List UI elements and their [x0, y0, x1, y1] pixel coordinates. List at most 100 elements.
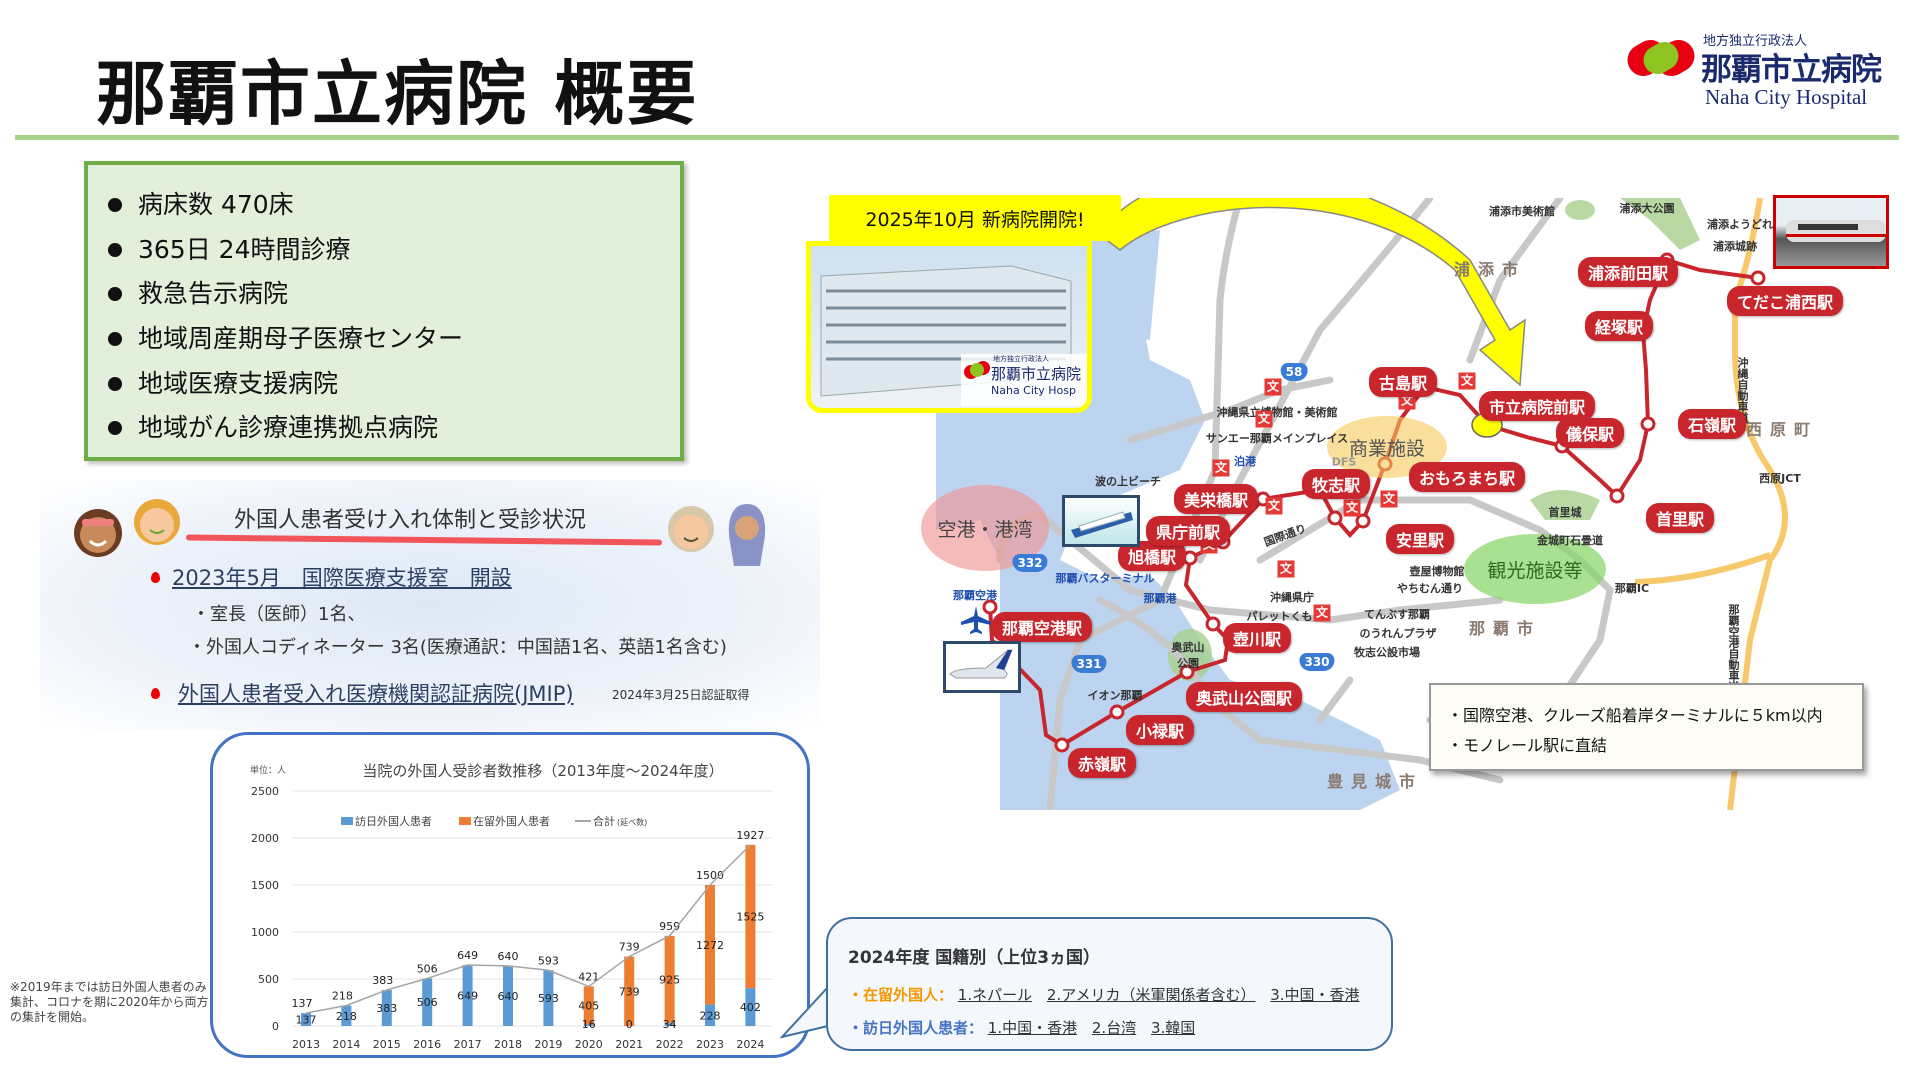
- bar-visitor: [462, 964, 473, 1026]
- station-asato: 安里駅: [1385, 524, 1455, 554]
- station-naha-airport: 那覇空港駅: [991, 612, 1093, 642]
- x-tick-label: 2017: [454, 1038, 482, 1051]
- place-label: 那覇空港: [953, 589, 997, 602]
- legend-resident: 在留外国人患者: [473, 815, 550, 828]
- station-makishi: 牧志駅: [1301, 469, 1371, 499]
- logo-name: 那覇市立病院: [1701, 52, 1882, 88]
- summary-item: 365日 24時間診療: [108, 228, 680, 273]
- logo-org: 地方独立行政法人: [1703, 34, 1808, 49]
- station-kyozuka: 経塚駅: [1584, 311, 1654, 341]
- station-omoromachi: おもろまち駅: [1408, 462, 1526, 492]
- data-label-total: 739: [619, 941, 640, 954]
- foreign-patient-chart: 単位：人 当院の外国人受診者数推移（2013年度～2024年度） 訪日外国人患者…: [250, 762, 773, 1051]
- place-label: のうれんプラザ: [1359, 627, 1437, 640]
- bullet-icon: [108, 421, 122, 436]
- x-tick-label: 2013: [292, 1038, 320, 1051]
- x-tick-label: 2023: [696, 1038, 724, 1051]
- legend-swatch-resident: [459, 817, 471, 825]
- station-furujima: 古島駅: [1368, 367, 1438, 397]
- station-oroku: 小禄駅: [1125, 715, 1195, 745]
- photo-logo-mark-icon: [964, 361, 990, 379]
- resident-label: ・在留外国人：: [848, 986, 954, 1004]
- data-label-visitor: 218: [336, 1010, 357, 1023]
- summary-item: 地域がん診療連携拠点病院: [108, 406, 680, 451]
- station-miebashi: 美栄橋駅: [1173, 484, 1259, 514]
- jmip-link[interactable]: 外国人患者受入れ医療機関認証病院(JMIP): [178, 682, 574, 706]
- place-label: 那覇IC: [1614, 582, 1650, 595]
- area-label: 浦添市: [1453, 260, 1527, 279]
- place-label: てんぶす那覇: [1364, 608, 1430, 621]
- bar-resident: [705, 885, 715, 1005]
- route-331-sign: 331: [1071, 655, 1107, 673]
- place-label: 牧志公設市場: [1354, 646, 1420, 659]
- place-label: 金城町石畳道: [1537, 534, 1603, 547]
- x-tick-label: 2022: [656, 1038, 684, 1051]
- airplane-icon: [961, 606, 991, 634]
- bar-visitor: [543, 970, 554, 1026]
- station-onoyama-koen: 奥武山公園駅: [1185, 682, 1303, 712]
- data-label-resident: 739: [619, 985, 640, 998]
- total-line: [305, 844, 751, 1014]
- nationality-box: 2024年度 国籍別（上位3ヵ国） ・在留外国人： 1.ネパール 2.アメリカ（…: [826, 917, 1393, 1051]
- station-shiritsu-byoin-mae: 市立病院前駅: [1478, 391, 1596, 421]
- data-label-visitor: 34: [663, 1018, 677, 1031]
- nationality-rank: 2.アメリカ（米軍関係者含む）: [1046, 986, 1256, 1004]
- x-tick-label: 2020: [575, 1038, 603, 1051]
- summary-text: 地域がん診療連携拠点病院: [138, 413, 439, 443]
- bar-resident: [583, 986, 594, 1025]
- x-tick-label: 2019: [534, 1038, 562, 1051]
- access-info-box: ・国際空港、クルーズ船着岸ターミナルに５km以内 ・モノレール駅に直結: [1429, 683, 1864, 771]
- summary-box: 病床数 470床 365日 24時間診療 救急告示病院 地域周産期母子医療センタ…: [84, 161, 684, 461]
- place-label: 奥武山公園: [1171, 641, 1205, 670]
- place-label: パレットくもじ: [1246, 610, 1324, 623]
- data-label-visitor: 0: [626, 1018, 633, 1031]
- bar-resident: [624, 956, 635, 1026]
- chart-unit-label: 単位：人: [250, 764, 286, 776]
- photo-logo: 地方独立行政法人 那覇市立病院 Naha City Hosp: [961, 354, 1087, 406]
- place-label: サンエー那覇メインプレイス: [1205, 432, 1349, 445]
- intl-support-office-link[interactable]: 2023年5月 国際医療支援室 開設: [172, 566, 512, 590]
- airplane-photo-icon: [949, 649, 1013, 679]
- callout-tail: [780, 986, 833, 1039]
- cruise-ship-icon: [1071, 511, 1133, 538]
- place-label: 壺屋博物館: [1409, 565, 1465, 578]
- person-face-icon: [668, 506, 714, 552]
- airplane-image: [943, 641, 1021, 693]
- route-58-sign: 58: [1280, 363, 1308, 381]
- place-label: 浦添ようどれ: [1707, 218, 1773, 231]
- data-label-visitor: 137: [296, 1014, 317, 1027]
- area-label: 豊見城市: [1326, 772, 1424, 791]
- bar-visitor: [341, 1005, 352, 1026]
- summary-text: 地域周産期母子医療センター: [138, 324, 464, 354]
- place-label: 波の上ビーチ: [1095, 475, 1161, 488]
- data-label-visitor: 593: [538, 992, 559, 1005]
- data-label-total: 383: [372, 974, 393, 987]
- resident-nationality-row: ・在留外国人： 1.ネパール 2.アメリカ（米軍関係者含む） 3.中国・香港: [848, 984, 1391, 1005]
- summary-text: 地域医療支援病院: [138, 368, 339, 398]
- header-divider: [15, 135, 1899, 140]
- office-staff-line: ・外国人コディネーター 3名(医療通訳：中国語1名、英語1名含む): [188, 637, 727, 658]
- info-line: ・モノレール駅に直結: [1447, 736, 1608, 755]
- chart-panel: 単位：人 当院の外国人受診者数推移（2013年度～2024年度） 訪日外国人患者…: [210, 732, 810, 1058]
- place-label: 那覇空港自動車道: [1727, 604, 1740, 692]
- place-label: イオン那覇: [1087, 689, 1143, 702]
- station-urasoe-maeda: 浦添前田駅: [1577, 257, 1679, 287]
- y-tick-label: 1000: [251, 926, 279, 939]
- expressway-branch: [1634, 552, 1772, 585]
- data-label-resident: 405: [578, 999, 599, 1012]
- place-label: 沖縄自動車道: [1736, 357, 1749, 423]
- data-label-visitor: 383: [376, 1002, 397, 1015]
- data-label-visitor: 228: [700, 1009, 721, 1022]
- bar-visitor: [583, 1024, 594, 1026]
- data-label-total: 593: [538, 954, 559, 967]
- summary-item: 救急告示病院: [108, 272, 680, 317]
- school-icon: 文: [1277, 560, 1295, 578]
- route-332-sign: 332: [1012, 554, 1048, 572]
- bar-visitor: [381, 989, 392, 1026]
- station-akamine: 赤嶺駅: [1067, 748, 1137, 778]
- bullet-icon: [108, 198, 122, 213]
- jmip-date: 2024年3月25日認証取得: [612, 688, 750, 702]
- bar-visitor: [664, 1022, 675, 1026]
- office-staff-line: ・室長（医師）1名、: [192, 604, 366, 625]
- data-label-total: 137: [292, 997, 313, 1010]
